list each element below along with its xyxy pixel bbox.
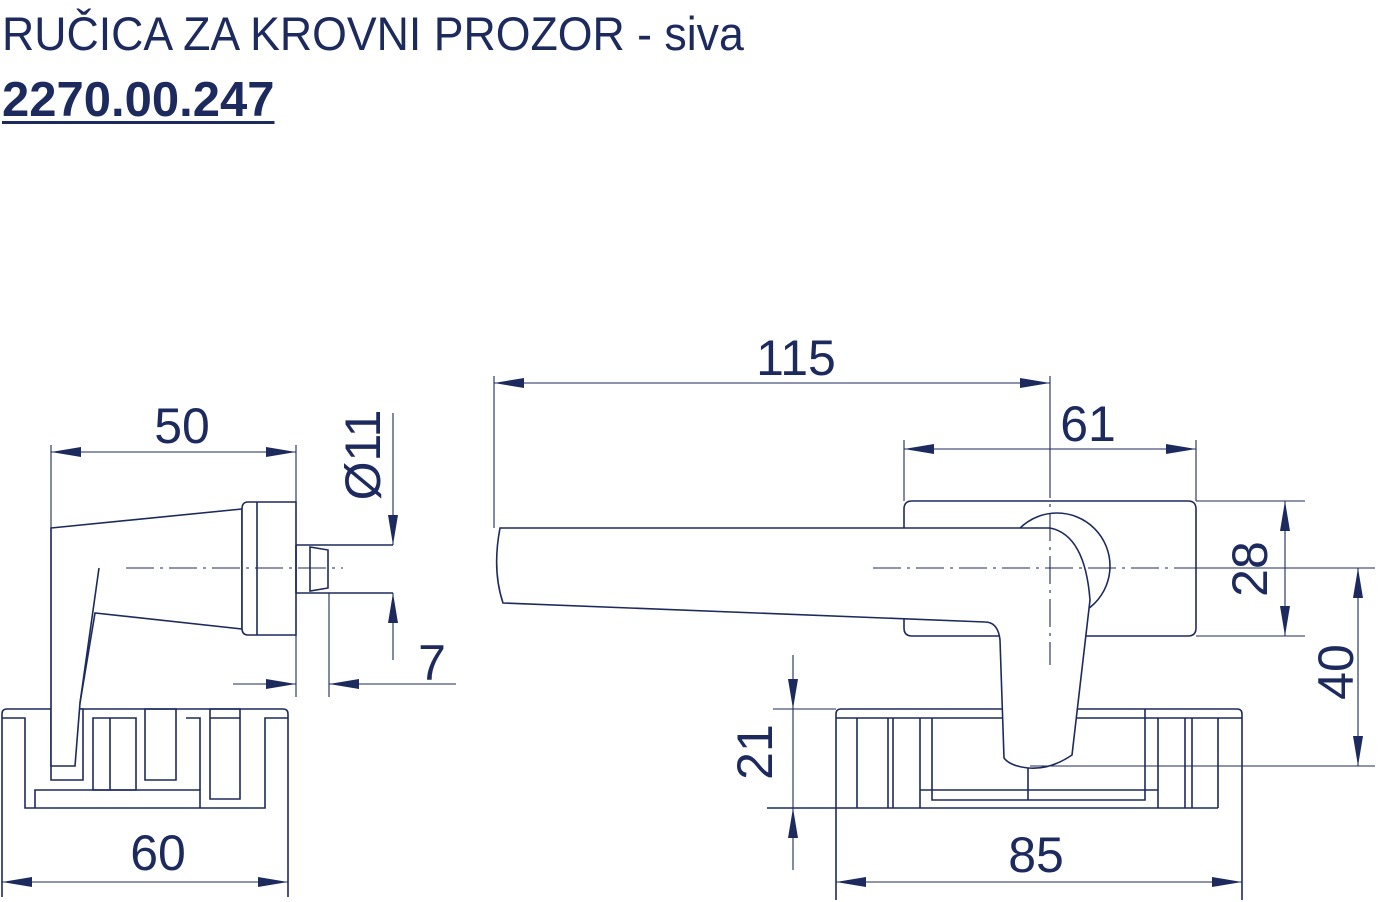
dim-28: 28 [1222,541,1278,597]
dim-85: 85 [1008,827,1064,883]
dim-50: 50 [154,398,210,454]
dim-61: 61 [1060,396,1116,452]
front-dimensions: 115 61 28 40 21 85 [493,330,1375,887]
front-view: 115 61 28 40 21 85 [493,330,1375,900]
dim-60: 60 [130,825,186,881]
dim-40: 40 [1308,644,1364,700]
side-dimensions: 50 Ø11 7 60 [2,398,456,887]
side-handle [50,501,393,767]
lever-handle [495,527,1091,770]
drawing-title: RUČICA ZA KROVNI PROZOR - siva [2,7,744,60]
dim-7: 7 [418,635,446,691]
product-code: 2270.00.247 [2,73,275,127]
dim-21: 21 [727,724,783,780]
side-view: 50 Ø11 7 60 [1,398,456,897]
dim-115: 115 [756,330,836,386]
dim-diameter-11: Ø11 [335,410,391,501]
